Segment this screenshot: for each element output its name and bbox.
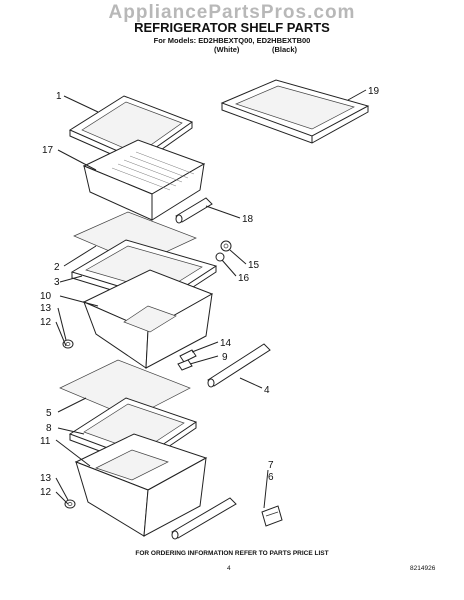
callout-7: 7 <box>268 460 274 471</box>
callout-13a: 13 <box>40 303 52 314</box>
callout-3: 3 <box>54 277 60 288</box>
callout-9: 9 <box>222 352 228 363</box>
variant-black-label: (Black) <box>272 45 298 54</box>
callout-6: 6 <box>268 472 274 483</box>
callout-16: 16 <box>238 273 250 284</box>
callout-19: 19 <box>368 86 380 97</box>
bracket-part-6 <box>261 505 283 527</box>
variant-white-label: (White) <box>214 45 240 54</box>
callout-labels: 1 17 19 18 2 3 15 16 10 13 12 14 9 4 5 8… <box>40 86 380 498</box>
page-title: REFRIGERATOR SHELF PARTS <box>134 20 330 35</box>
callout-18: 18 <box>242 214 254 225</box>
rail-part-4 <box>207 343 271 388</box>
document-number: 8214926 <box>410 565 436 572</box>
page-number: 4 <box>227 565 231 572</box>
callout-17: 17 <box>42 145 54 156</box>
roller-part-16 <box>215 252 225 262</box>
drawer-part-10 <box>82 269 214 369</box>
callout-5: 5 <box>46 408 52 419</box>
callout-12b: 12 <box>40 487 52 498</box>
callout-14: 14 <box>220 338 232 349</box>
callout-8: 8 <box>46 423 52 434</box>
callout-13b: 13 <box>40 473 52 484</box>
clip-part-9 <box>177 359 193 371</box>
rail-part-18 <box>175 197 213 224</box>
leader-lines <box>55 89 367 509</box>
shelf-frame-part-19 <box>220 79 370 144</box>
models-line: For Models: ED2HBEXTQ00, ED2HBEXTB00 <box>153 36 311 45</box>
watermark: AppliancePartsPros.com <box>108 2 356 23</box>
roller-part-15 <box>220 240 232 252</box>
callout-1: 1 <box>56 91 62 102</box>
glass-panel-part-5 <box>59 359 191 419</box>
callout-2: 2 <box>54 262 60 273</box>
shelf-frame-part-1 <box>68 95 194 167</box>
clip-part-14 <box>179 349 197 363</box>
callout-15: 15 <box>248 260 260 271</box>
drawer-part-11 <box>74 433 208 537</box>
callout-4: 4 <box>264 385 270 396</box>
ordering-note: FOR ORDERING INFORMATION REFER TO PARTS … <box>135 550 329 557</box>
callout-12a: 12 <box>40 317 52 328</box>
callout-11: 11 <box>40 436 51 447</box>
rail-bottom <box>171 497 237 540</box>
slider-knob-part-13b <box>64 499 76 509</box>
drawer-part-17 <box>82 139 206 221</box>
callout-10: 10 <box>40 291 52 302</box>
